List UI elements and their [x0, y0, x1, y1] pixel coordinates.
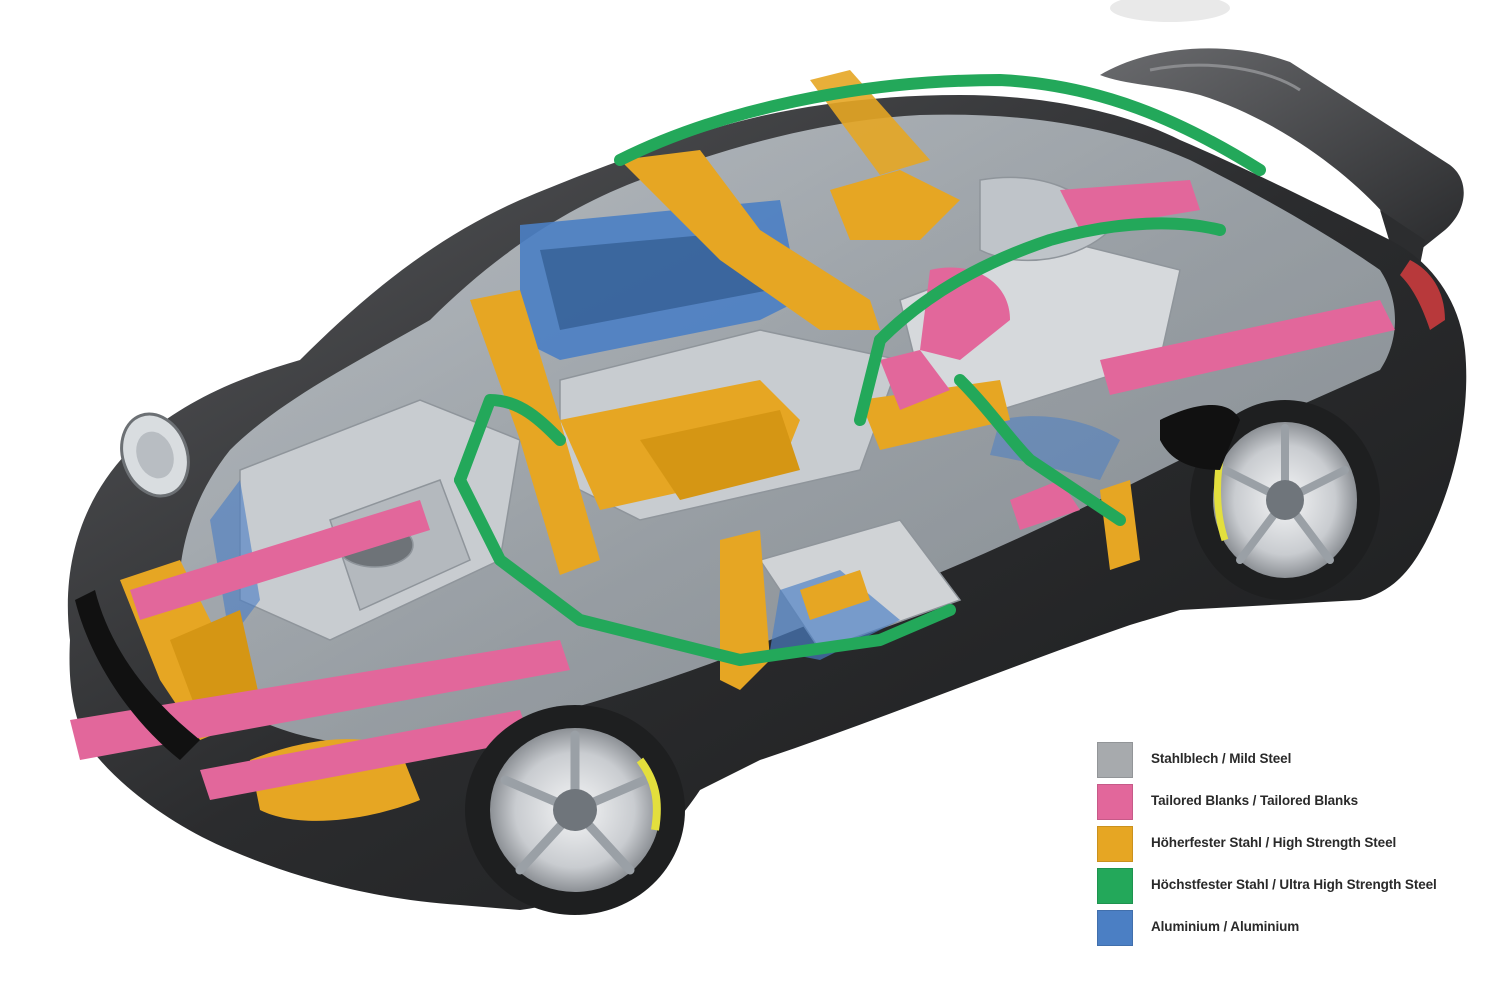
legend-swatch-ultra-high-strength-steel — [1097, 868, 1133, 904]
legend-item-mild-steel: Stahlblech / Mild Steel — [1095, 741, 1475, 783]
legend-label-aluminium: Aluminium / Aluminium — [1151, 919, 1300, 934]
ultra-high-strength-steel-parts — [454, 74, 1266, 666]
legend-item-tailored-blanks: Tailored Blanks / Tailored Blanks — [1095, 783, 1475, 825]
rear-wheel — [1190, 400, 1380, 600]
material-legend: Stahlblech / Mild Steel Tailored Blanks … — [1095, 741, 1475, 956]
legend-label-tailored-blanks: Tailored Blanks / Tailored Blanks — [1151, 793, 1359, 808]
legend-swatch-mild-steel — [1097, 742, 1133, 778]
tail-light — [1400, 260, 1445, 330]
legend-item-ultra-high-strength-steel: Höchstfester Stahl / Ultra High Strength… — [1095, 867, 1475, 909]
legend-label-mild-steel: Stahlblech / Mild Steel — [1151, 751, 1292, 766]
legend-item-aluminium: Aluminium / Aluminium — [1095, 909, 1475, 951]
rear-wing — [1100, 48, 1464, 265]
background-smudge — [1110, 0, 1230, 22]
tailored-blank-parts — [70, 180, 1395, 800]
legend-swatch-high-strength-steel — [1097, 826, 1133, 862]
legend-swatch-tailored-blanks — [1097, 784, 1133, 820]
legend-label-high-strength-steel: Höherfester Stahl / High Strength Steel — [1151, 835, 1397, 850]
legend-label-ultra-high-strength-steel: Höchstfester Stahl / Ultra High Strength… — [1151, 877, 1437, 892]
front-wheel — [465, 705, 685, 915]
side-air-intake — [1160, 405, 1240, 470]
headlight — [120, 412, 190, 498]
front-grille — [75, 590, 200, 760]
legend-swatch-aluminium — [1097, 910, 1133, 946]
legend-item-high-strength-steel: Höherfester Stahl / High Strength Steel — [1095, 825, 1475, 867]
high-strength-steel-parts — [120, 70, 1140, 821]
